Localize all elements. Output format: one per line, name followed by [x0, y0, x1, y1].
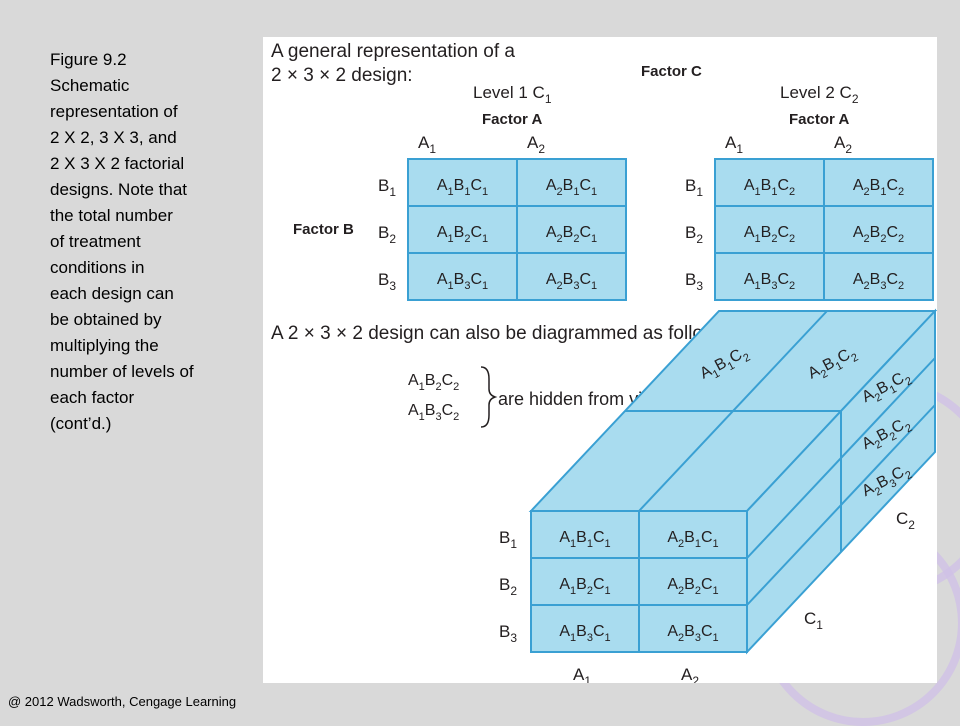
figure-panel: A general representation of a 2 × 3 × 2 d…: [263, 37, 937, 683]
box-divider: [746, 357, 936, 559]
heading-line-1: A general representation of a: [271, 41, 515, 62]
caption-line: designs. Note that: [50, 180, 188, 199]
cell-label: A2B2C2: [853, 224, 904, 245]
factor-c-label: Factor C: [641, 63, 702, 80]
hidden-note-text: are hidden from view: [498, 389, 666, 409]
b-level-header: B1: [685, 176, 703, 199]
cell: [407, 205, 518, 254]
a-level-header: A1: [725, 133, 743, 156]
bracket: [480, 366, 498, 428]
cell-label: A2B3C1: [546, 271, 597, 292]
b-level-header: B2: [378, 223, 396, 246]
box-divider: [746, 404, 936, 606]
cell: [516, 205, 627, 254]
cell-label: A2B2C1: [667, 576, 718, 597]
caption-line: Figure 9.2: [50, 50, 127, 69]
depth-label-c2: C2: [896, 509, 915, 532]
caption-line: the total number: [50, 206, 173, 225]
cell-label: A1B3C1: [437, 271, 488, 292]
cell-label: A1B1C1: [559, 529, 610, 550]
caption-line: be obtained by: [50, 310, 162, 329]
b-level-header: B3: [499, 622, 517, 645]
cell-label: A1B3C1: [559, 623, 610, 644]
a-level-header: A1: [573, 665, 591, 683]
box-front-cell: [530, 557, 640, 606]
cell-label: A1B1C2: [744, 177, 795, 198]
level-label: Level 1 C1: [473, 83, 552, 106]
cell-label: A2B3C2: [853, 271, 904, 292]
b-level-header: B1: [378, 176, 396, 199]
box-front-cell: [638, 557, 748, 606]
cell: [516, 252, 627, 301]
cell: [407, 252, 518, 301]
b-level-header: B2: [685, 223, 703, 246]
caption-line: 2 X 2, 3 X 3, and: [50, 128, 177, 147]
b-level-header: B1: [499, 528, 517, 551]
box-front-cell: [638, 510, 748, 559]
caption-line: (cont’d.): [50, 414, 112, 433]
diagram-heading: A 2 × 3 × 2 design can also be diagramme…: [271, 323, 732, 344]
hidden-cell-label: A1B3C2: [408, 402, 459, 423]
cell-label: A2B2C1: [546, 224, 597, 245]
factor-b-label: Factor B: [293, 221, 354, 238]
factor-a-label: Factor A: [482, 111, 542, 128]
cell-label: A2B3C1: [667, 623, 718, 644]
cell-label: A1B2C2: [744, 224, 795, 245]
box-front-cell: [530, 604, 640, 653]
cell: [714, 205, 825, 254]
cell-label: A1B2C1: [437, 224, 488, 245]
box-front-cell: [638, 604, 748, 653]
caption-line: multiplying the: [50, 336, 159, 355]
cell-label: A1B1C1: [437, 177, 488, 198]
depth-label-c1: C1: [804, 609, 823, 632]
factorial-design-diagram: A general representation of a 2 × 3 × 2 d…: [271, 41, 937, 683]
caption-line: each factor: [50, 388, 135, 407]
b-level-header: B2: [499, 575, 517, 598]
b-level-header: B3: [378, 270, 396, 293]
caption-line: representation of: [50, 102, 178, 121]
cell-label: A1B3C2: [744, 271, 795, 292]
level-label: Level 2 C2: [780, 83, 859, 106]
hidden-cell-label: A1B2C2: [408, 372, 459, 393]
a-level-header: A2: [681, 665, 699, 683]
factor-a-label: Factor A: [789, 111, 849, 128]
caption-line: each design can: [50, 284, 174, 303]
cell: [714, 252, 825, 301]
cell-label: A2B1C1: [667, 529, 718, 550]
cell: [823, 158, 934, 207]
copyright-footer: @ 2012 Wadsworth, Cengage Learning: [8, 694, 237, 709]
caption-line: conditions in: [50, 258, 145, 277]
a-level-header: A2: [527, 133, 545, 156]
caption-line: number of levels of: [50, 362, 194, 381]
cell: [823, 252, 934, 301]
cell-label: A1B2C1: [559, 576, 610, 597]
box-front-cell: [530, 510, 640, 559]
cell-label: A2B1C1: [546, 177, 597, 198]
box-divider: [638, 310, 828, 512]
heading-line-2: 2 × 3 × 2 design:: [271, 65, 413, 86]
a-level-header: A1: [418, 133, 436, 156]
a-level-header: A2: [834, 133, 852, 156]
b-level-header: B3: [685, 270, 703, 293]
cell: [823, 205, 934, 254]
caption-line: 2 X 3 X 2 factorial: [50, 154, 185, 173]
caption-line: of treatment: [50, 232, 141, 251]
cell: [407, 158, 518, 207]
cell-label: A2B1C2: [853, 177, 904, 198]
caption-line: Schematic: [50, 76, 130, 95]
